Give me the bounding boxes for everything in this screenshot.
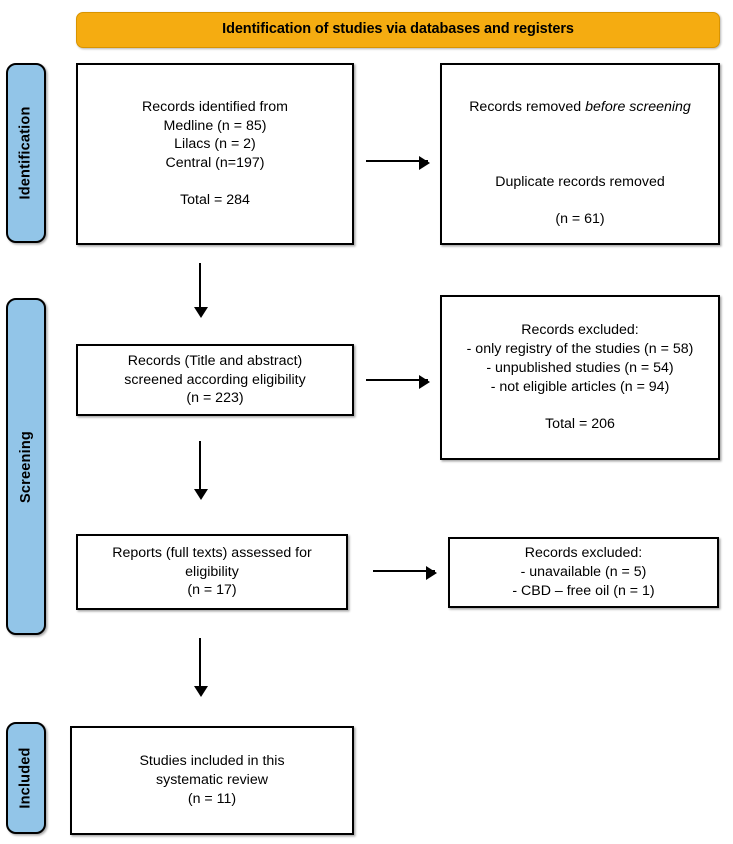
box-reports-assessed-text: Reports (full texts) assessed for eligib…: [112, 544, 312, 599]
arrow-reports-to-excluded: [373, 565, 437, 580]
box-records-excluded-eligibility-text: Records excluded: - unavailable (n = 5) …: [512, 545, 655, 599]
identification-banner-label: Identification of studies via databases …: [222, 21, 574, 38]
stage-label-screening: Screening: [6, 298, 46, 635]
stage-label-identification-text: Identification: [18, 106, 34, 200]
arrow-reports-to-included: [193, 638, 208, 697]
box-records-identified-text: Records identified from Medline (n = 85)…: [142, 98, 288, 209]
box-studies-included: Studies included in this systematic revi…: [70, 726, 354, 835]
box-records-screened: Records (Title and abstract) screened ac…: [76, 344, 354, 416]
arrow-identified-to-removed: [366, 155, 430, 170]
box-records-screened-text: Records (Title and abstract) screened ac…: [124, 352, 306, 407]
records-removed-line1-a: Records removed: [469, 98, 586, 115]
box-records-excluded-eligibility: Records excluded: - unavailable (n = 5) …: [448, 537, 719, 608]
stage-label-included: Included: [6, 722, 46, 834]
box-reports-assessed: Reports (full texts) assessed for eligib…: [76, 534, 348, 610]
box-records-excluded-screening-text: Records excluded: - only registry of the…: [466, 322, 694, 432]
identification-banner: Identification of studies via databases …: [76, 12, 720, 48]
records-removed-line1-b: before screening: [585, 98, 691, 115]
records-removed-line2: Duplicate records removed: [495, 173, 665, 190]
box-records-identified: Records identified from Medline (n = 85)…: [76, 63, 354, 245]
box-records-removed-text: Records removed before screening Duplica…: [463, 79, 697, 229]
arrow-screened-to-reports: [193, 441, 208, 500]
stage-label-screening-text: Screening: [18, 430, 35, 503]
arrow-screened-to-excluded: [366, 374, 430, 389]
stage-label-identification: Identification: [6, 63, 46, 243]
box-studies-included-text: Studies included in this systematic revi…: [139, 753, 285, 807]
box-records-removed: Records removed before screening Duplica…: [440, 63, 720, 245]
stage-label-included-text: Included: [18, 747, 34, 809]
box-records-excluded-screening: Records excluded: - only registry of the…: [440, 295, 720, 460]
records-removed-line3: (n = 61): [555, 211, 605, 228]
arrow-identified-to-screened: [193, 263, 208, 318]
